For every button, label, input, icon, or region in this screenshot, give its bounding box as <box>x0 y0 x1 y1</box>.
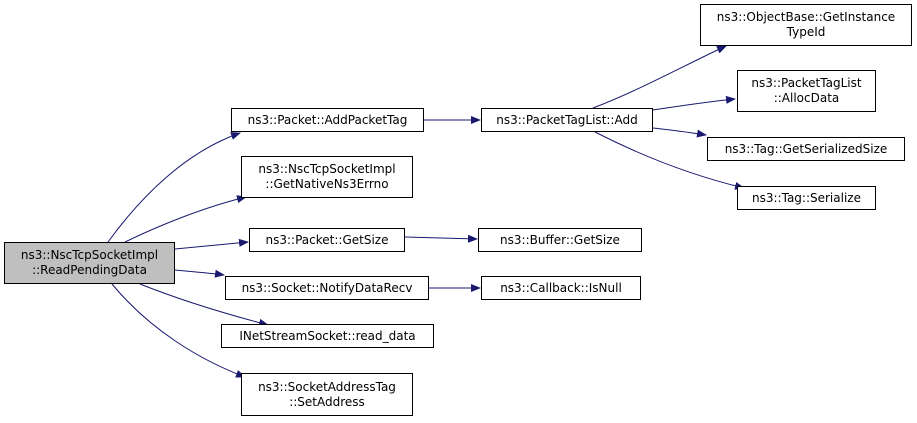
node-label-line: ::AllocData <box>773 91 840 105</box>
edge-tagslistadd-to-serialize <box>594 131 745 190</box>
edge-tagslistadd-to-allocdata <box>652 95 736 111</box>
edge-root-to-readdata <box>139 283 269 327</box>
node-label-line: ns3::Buffer::GetSize <box>500 232 620 247</box>
node-getserializedsize[interactable]: ns3::Tag::GetSerializedSize <box>707 137 905 161</box>
edge-tagslistadd-to-getserializedsize <box>652 127 707 138</box>
node-label-line: ns3::SocketAddressTag <box>258 379 396 394</box>
node-tagslistadd[interactable]: ns3::PacketTagList::Add <box>481 108 653 132</box>
node-label-line: ns3::PacketTagList::Add <box>496 112 638 127</box>
node-serialize[interactable]: ns3::Tag::Serialize <box>737 186 876 210</box>
node-label-line: INetStreamSocket::read_data <box>239 328 416 343</box>
node-label-line: ns3::Packet::AddPacketTag <box>247 112 408 127</box>
node-label-line: ns3::Packet::GetSize <box>265 232 389 247</box>
node-packetgetsize[interactable]: ns3::Packet::GetSize <box>249 228 405 252</box>
node-notifydatarecv[interactable]: ns3::Socket::NotifyDataRecv <box>225 276 429 300</box>
node-callbackisnull[interactable]: ns3::Callback::IsNull <box>481 276 641 300</box>
edge-packetgetsize-to-buffergetsize <box>404 234 478 243</box>
node-getinstancetypeid[interactable]: ns3::ObjectBase::GetInstance TypeId <box>700 4 912 46</box>
node-label-line: ns3::ObjectBase::GetInstance <box>716 10 896 24</box>
edge-root-to-setaddress <box>111 283 246 378</box>
node-allocdata[interactable]: ns3::PacketTagList ::AllocData <box>737 70 876 112</box>
node-label-line: ns3::Callback::IsNull <box>500 280 622 295</box>
edge-tagslistadd-to-getinstancetypeid <box>592 45 727 109</box>
node-addpackettag[interactable]: ns3::Packet::AddPacketTag <box>231 108 424 132</box>
node-readdata[interactable]: INetStreamSocket::read_data <box>221 324 434 348</box>
node-label-line: ns3::Tag::GetSerializedSize <box>724 141 888 156</box>
node-label-line: ns3::NscTcpSocketImpl <box>258 162 396 176</box>
node-label-line: ns3::Tag::Serialize <box>752 190 861 205</box>
edge-root-to-notifydatarecv <box>174 269 225 278</box>
node-label-line: ::ReadPendingData <box>32 263 147 277</box>
node-getnativeerrno[interactable]: ns3::NscTcpSocketImpl ::GetNativeNs3Errn… <box>241 156 413 198</box>
node-buffergetsize[interactable]: ns3::Buffer::GetSize <box>478 228 642 252</box>
node-label-line: ::GetNativeNs3Errno <box>265 177 389 191</box>
node-label-line: ns3::PacketTagList <box>751 76 862 90</box>
node-label-line: ::SetAddress <box>289 394 365 409</box>
node-label-line: TypeId <box>786 25 826 39</box>
node-root[interactable]: ns3::NscTcpSocketImpl ::ReadPendingData <box>4 242 175 284</box>
edge-root-to-getnativeerrno <box>124 195 247 243</box>
node-label-line: ns3::Socket::NotifyDataRecv <box>241 280 413 295</box>
edge-root-to-packetgetsize <box>174 238 249 250</box>
node-label-line: ns3::NscTcpSocketImpl <box>20 248 159 262</box>
edge-root-to-addpackettag <box>107 132 241 243</box>
node-setaddress[interactable]: ns3::SocketAddressTag ::SetAddress <box>241 373 413 416</box>
